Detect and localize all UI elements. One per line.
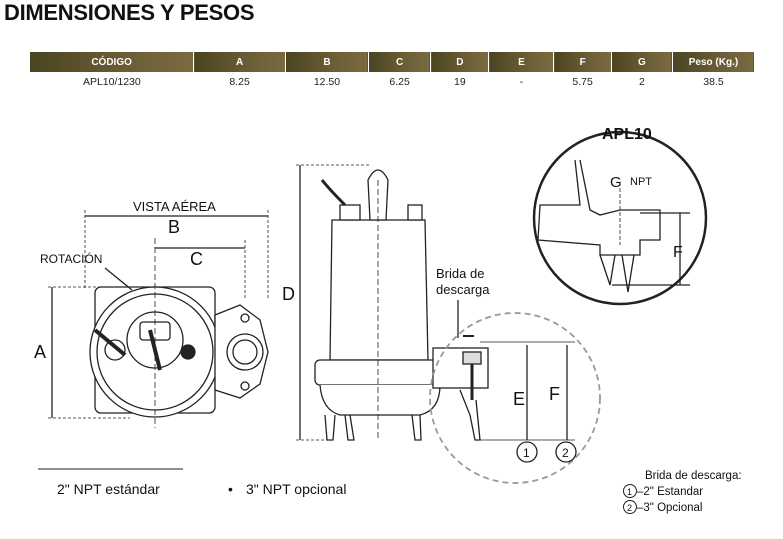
cell-a: 8.25 [229,76,250,88]
cell-e: - [519,76,524,88]
cell-g: 2 [638,76,645,88]
label-b: B [168,217,180,237]
header-c: C [368,52,432,72]
detail-view [532,130,708,306]
table-row: APL10/1230 8.25 12.50 6.25 19 - 5.75 2 3… [30,72,755,92]
cell-c: 6.25 [389,76,410,88]
cell-d: 19 [454,76,466,88]
label-a: A [34,342,46,362]
cell-peso: 38.5 [703,76,724,88]
label-npt: NPT [630,176,652,188]
label-e: E [513,389,525,409]
legend-circle-1 [623,484,637,498]
label-f: F [549,384,560,404]
label-vista-aerea: VISTA AÉREA [133,199,216,214]
label-f-detail: F [673,244,683,261]
label-g: G [610,174,622,191]
label-rotacion: ROTACIÓN [40,251,102,266]
side-view [296,164,601,484]
label-d: D [282,284,295,304]
header-peso: Peso (Kg.) [672,52,756,72]
legend-num-2: 2 [627,503,632,513]
header-g: G [611,52,673,72]
header-codigo: CÓDIGO [30,52,195,72]
circle-label-1: 1 [523,446,530,460]
legend-item-1: –2" Estandar [637,486,703,498]
label-brida-1: Brida de [436,266,484,281]
header-a: A [193,52,286,72]
header-d: D [430,52,490,72]
cell-b: 12.50 [313,76,341,88]
detail-title: APL10 [602,126,652,143]
circle-label-2: 2 [562,446,569,460]
page-title: DIMENSIONES Y PESOS [4,0,255,25]
label-c: C [190,249,203,269]
header-e: E [488,52,555,72]
legend-item-2: –3" Opcional [637,502,702,514]
cell-f: 5.75 [572,76,593,88]
npt-standard: 2" NPT estándar [57,481,160,497]
header-b: B [285,52,369,72]
cell-codigo: APL10/1230 [82,76,141,88]
legend-num-1: 1 [627,487,632,497]
npt-optional: 3" NPT opcional [246,481,346,497]
table-header-row: CÓDIGO A B C D E F G Peso (Kg.) [30,52,756,72]
label-brida-2: descarga [436,282,490,297]
bullet: • [228,481,233,497]
legend-circle-2 [623,500,637,514]
header-f: F [553,52,612,72]
dimensions-table: CÓDIGO A B C D E F G Peso (Kg.) APL10/12… [30,52,756,92]
legend-title: Brida de descarga: [645,470,742,482]
top-view [48,210,269,428]
